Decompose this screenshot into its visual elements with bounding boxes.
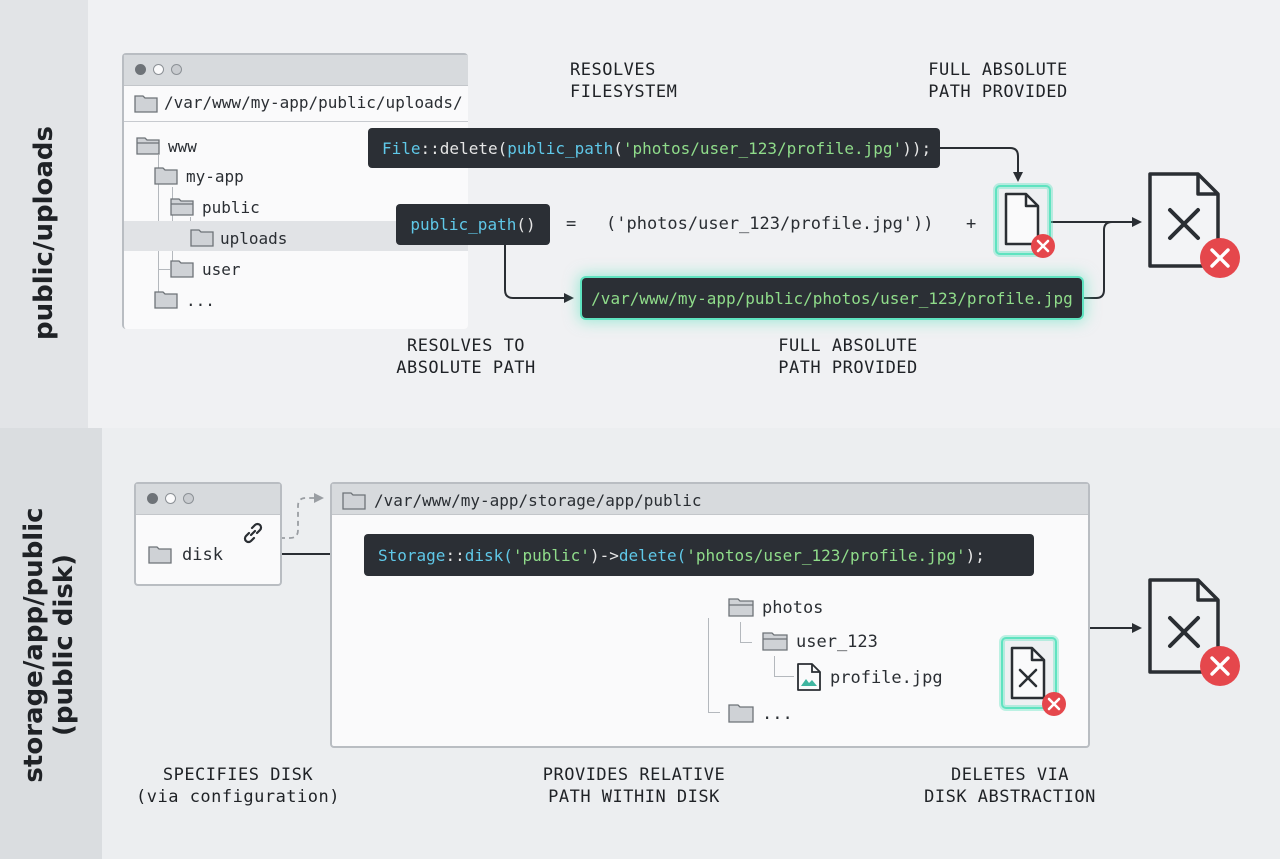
- window-close-dot[interactable]: [147, 493, 158, 504]
- bottom-rail: storage/app/public (public disk): [0, 428, 102, 859]
- window-maximize-dot[interactable]: [183, 493, 194, 504]
- folder-icon: [136, 137, 160, 155]
- tree-guide: [740, 642, 752, 643]
- tree-item-user-123[interactable]: user_123: [796, 632, 878, 652]
- code-disk-fn: disk(: [464, 545, 513, 565]
- code-class: File: [382, 138, 421, 158]
- folder-icon: [342, 492, 366, 510]
- window-minimize-dot[interactable]: [165, 493, 176, 504]
- tree-item-photos[interactable]: photos: [762, 598, 824, 618]
- disk-window: disk: [134, 482, 282, 586]
- folder-icon: [134, 95, 158, 113]
- code-resolved-path[interactable]: /var/www/my-app/public/photos/user_123/p…: [582, 278, 1082, 318]
- tree-item-profile-jpg[interactable]: profile.jpg: [830, 668, 943, 688]
- file-delete-icon: [993, 183, 1055, 258]
- file-delete-icon: [999, 635, 1066, 716]
- tree-item-more[interactable]: ...: [762, 704, 793, 724]
- tree-item-user[interactable]: user: [202, 260, 241, 279]
- folder-icon: [170, 198, 194, 216]
- folder-icon: [154, 291, 178, 309]
- tree-guide: [158, 269, 170, 270]
- file-delete-icon: [1148, 578, 1240, 686]
- code-separator: ::: [445, 545, 465, 565]
- window-title-bar: [332, 484, 1088, 515]
- caption-specifies-disk: SPECIFIES DISK (via configuration): [136, 765, 340, 807]
- caption-resolves-filesystem: RESOLVES FILESYSTEM: [570, 60, 678, 102]
- image-file-icon: [797, 663, 821, 691]
- window-minimize-dot[interactable]: [153, 64, 164, 75]
- tree-guide: [740, 622, 741, 642]
- code-storage-delete[interactable]: Storage::disk('public')->delete('photos/…: [364, 534, 1034, 576]
- resolved-path-text: /var/www/my-app/public/photos/user_123/p…: [591, 288, 1073, 308]
- tree-guide: [708, 618, 709, 712]
- tree-guide: [774, 676, 794, 677]
- folder-icon: [190, 229, 214, 247]
- tree-guide: [708, 712, 720, 713]
- tree-item-my-app[interactable]: my-app: [186, 167, 244, 186]
- bottom-section: storage/app/public (public disk): [0, 428, 1280, 859]
- path-divider: [124, 121, 468, 122]
- code-file-delete[interactable]: File::delete(public_path('photos/user_12…: [368, 128, 940, 168]
- top-section: public/uploads /var/www/my-app/public/up…: [0, 0, 1280, 428]
- code-chain: )->: [589, 545, 619, 565]
- folder-icon: [762, 632, 788, 651]
- file-delete-icon: [1148, 172, 1240, 278]
- link-icon[interactable]: [240, 520, 266, 546]
- disk-label[interactable]: disk: [182, 545, 223, 565]
- tree-guide: [774, 656, 775, 676]
- caption-provides-relative: PROVIDES RELATIVE PATH WITHIN DISK: [542, 765, 726, 807]
- code-disk-arg: 'public': [512, 545, 590, 565]
- caption-resolves-absolute: RESOLVES TO ABSOLUTE PATH: [396, 336, 536, 378]
- caption-full-absolute-top: FULL ABSOLUTE PATH PROVIDED: [928, 60, 1068, 102]
- code-end: ));: [902, 138, 932, 158]
- tree-item-uploads[interactable]: uploads: [220, 229, 288, 248]
- storage-path-bar[interactable]: /var/www/my-app/storage/app/public: [374, 491, 702, 510]
- top-rail: public/uploads: [0, 0, 88, 428]
- caption-full-absolute-bottom: FULL ABSOLUTE PATH PROVIDED: [778, 336, 918, 378]
- window-title-bar: [124, 55, 468, 86]
- code-helper: public_path: [507, 138, 614, 158]
- argument-text: ('photos/user_123/profile.jpg')): [606, 214, 934, 234]
- tree-item-public[interactable]: public: [202, 198, 260, 217]
- code-helper-name: public_path: [410, 215, 517, 234]
- folder-icon: [728, 598, 754, 617]
- folder-icon: [148, 546, 172, 564]
- code-end: );: [965, 545, 985, 565]
- file-explorer-window: /var/www/my-app/public/uploads/ www my-a…: [122, 53, 468, 329]
- equals-sign: =: [566, 214, 577, 234]
- folder-icon: [154, 167, 178, 185]
- tree-item-www[interactable]: www: [168, 137, 197, 156]
- code-delete-fn: delete(: [618, 545, 687, 565]
- code-function: delete(: [439, 138, 508, 158]
- plus-sign: +: [966, 214, 977, 234]
- path-bar[interactable]: /var/www/my-app/public/uploads/: [164, 93, 463, 112]
- folder-icon: [170, 260, 194, 278]
- code-separator: ::: [420, 138, 440, 158]
- window-title-bar: [136, 484, 280, 515]
- tree-item-more[interactable]: ...: [186, 291, 215, 310]
- code-class: Storage: [378, 545, 446, 565]
- code-public-path[interactable]: public_path(): [396, 204, 550, 245]
- folder-icon: [728, 704, 754, 723]
- storage-window: /var/www/my-app/storage/app/public photo…: [330, 482, 1090, 748]
- code-helper-parens: (): [516, 215, 536, 234]
- caption-deletes-via: DELETES VIA DISK ABSTRACTION: [924, 765, 1096, 807]
- window-maximize-dot[interactable]: [171, 64, 182, 75]
- window-close-dot[interactable]: [135, 64, 146, 75]
- code-path-arg: 'photos/user_123/profile.jpg': [686, 545, 966, 565]
- code-argument: 'photos/user_123/profile.jpg': [622, 138, 903, 158]
